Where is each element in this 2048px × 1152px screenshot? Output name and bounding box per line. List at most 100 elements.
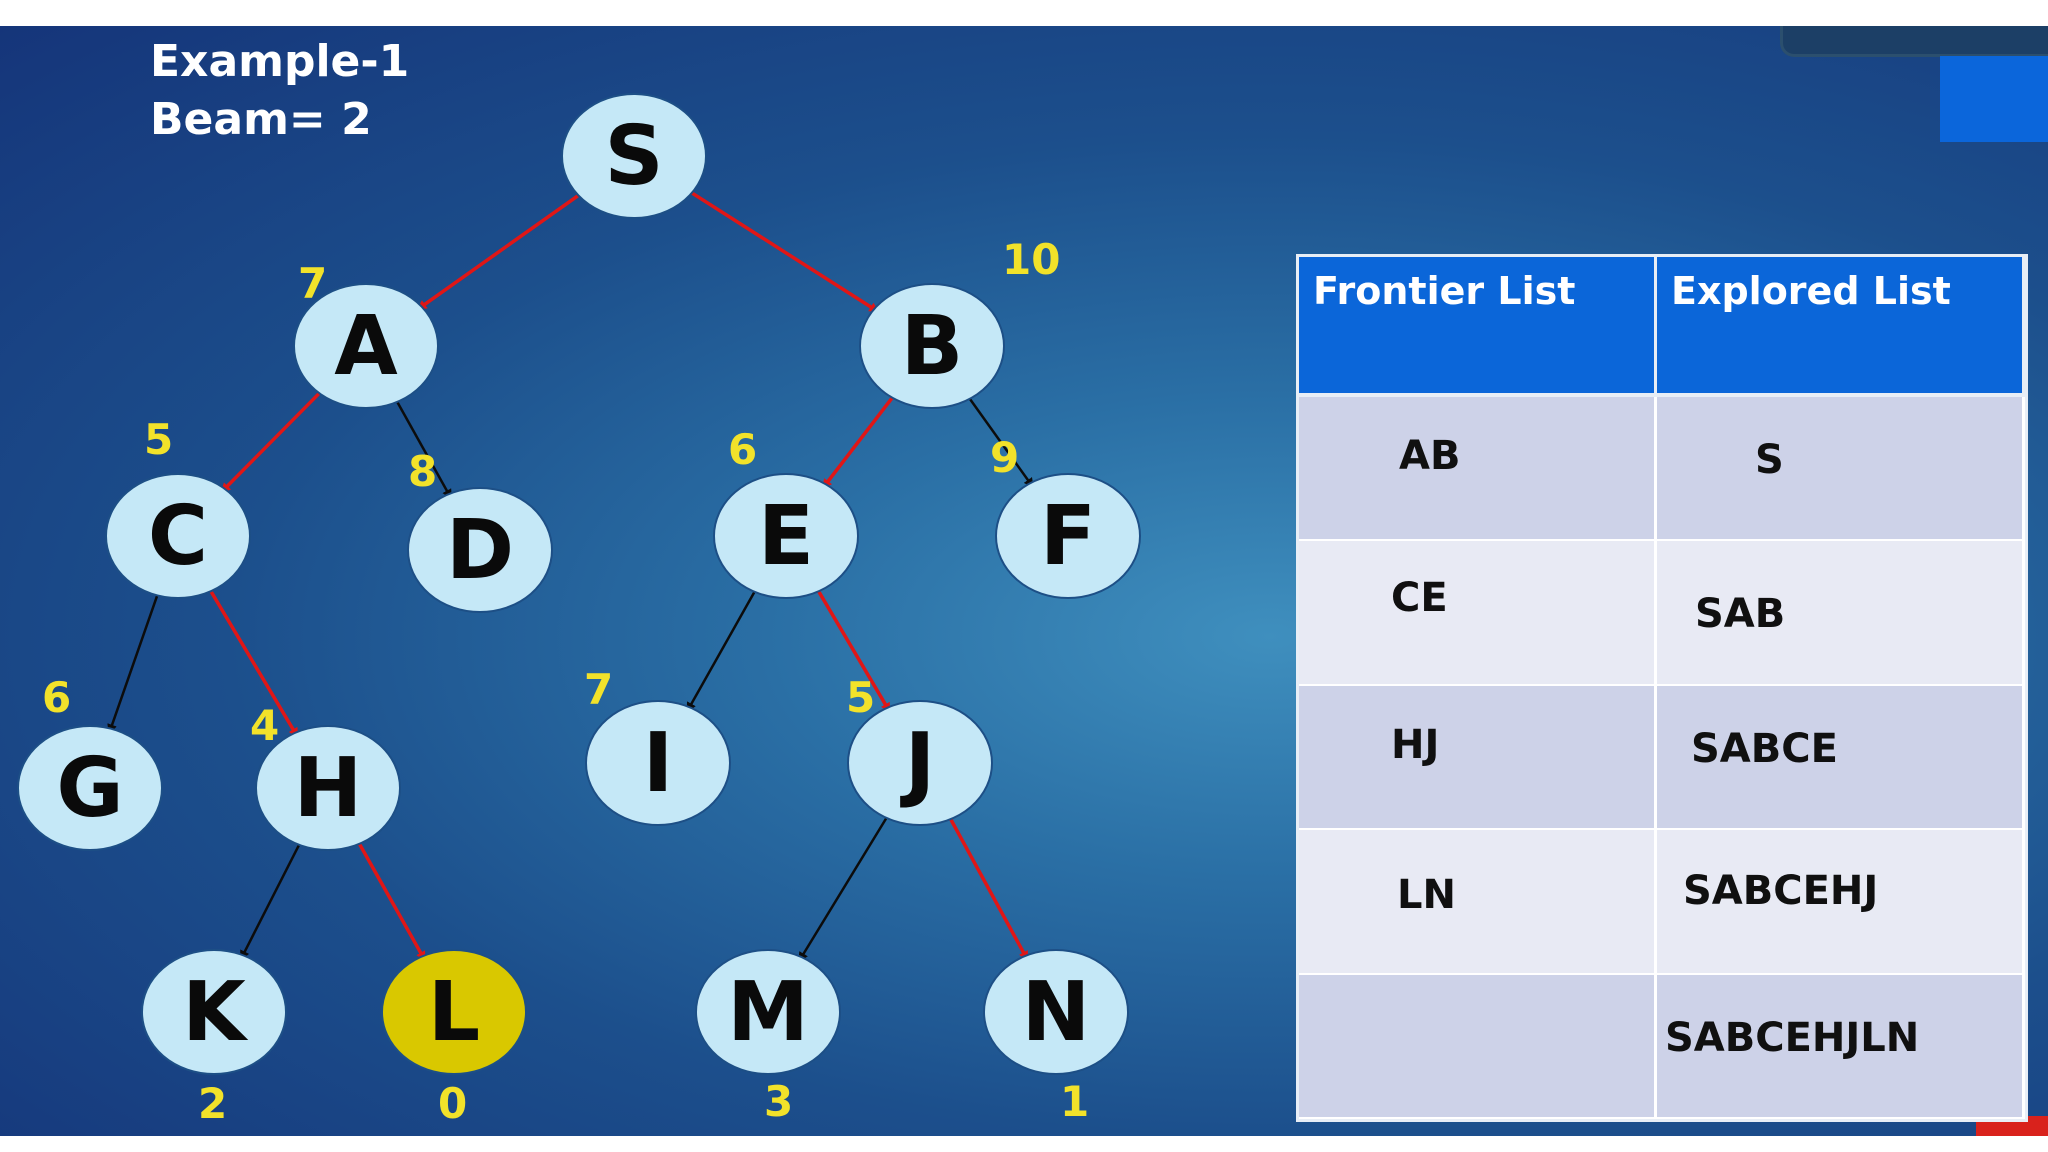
explored-value: SABCEHJLN — [1665, 1014, 1920, 1061]
heuristic-value-i: 7 — [584, 665, 613, 714]
node-circle — [995, 473, 1141, 599]
edge-b-e — [821, 391, 898, 490]
frontier-value: LN — [1397, 872, 1456, 919]
frontier-value: AB — [1399, 433, 1461, 479]
frontier-cell: AB — [1299, 397, 1657, 542]
node-circle — [859, 283, 1005, 409]
goal-node-circle — [381, 949, 527, 1075]
frontier-cell — [1299, 974, 1657, 1119]
node-l: L — [381, 949, 527, 1075]
node-label: D — [446, 503, 514, 598]
explored-value: SABCEHJ — [1683, 868, 1879, 915]
node-label: J — [900, 716, 936, 811]
frontier-list-header: Frontier List — [1299, 257, 1657, 397]
explored-cell: SABCEHJLN — [1657, 974, 2025, 1119]
node-label: G — [56, 741, 123, 836]
heuristic-value-n: 1 — [1060, 1077, 1089, 1126]
tree-edges — [107, 188, 1034, 963]
search-trace-table: Frontier List Explored List AB S CE SAB … — [1296, 254, 2028, 1122]
node-label: M — [727, 965, 809, 1060]
edge-j-m — [798, 812, 891, 963]
node-label: N — [1022, 965, 1091, 1060]
heuristic-value-h: 4 — [250, 701, 279, 750]
explored-cell: SAB — [1657, 541, 2025, 686]
node-circle — [585, 700, 731, 826]
corner-accent-block — [1940, 56, 2048, 142]
node-circle — [983, 949, 1129, 1075]
edge-s-a — [416, 190, 585, 311]
node-g: G — [17, 725, 163, 851]
node-n: N — [983, 949, 1129, 1075]
node-f: F — [995, 473, 1141, 599]
node-a: A — [293, 283, 439, 409]
frontier-cell: HJ — [1299, 685, 1657, 831]
frontier-value: CE — [1391, 575, 1448, 622]
node-circle — [293, 283, 439, 409]
edge-s-b — [685, 188, 880, 313]
explored-cell: S — [1657, 397, 2025, 542]
heuristic-value-b: 10 — [1002, 235, 1060, 284]
heuristic-value-a: 7 — [298, 259, 327, 308]
frontier-value: HJ — [1391, 721, 1440, 768]
node-c: C — [105, 473, 251, 599]
explored-cell: SABCEHJ — [1657, 830, 2025, 975]
node-label: L — [428, 965, 480, 1060]
node-k: K — [141, 949, 287, 1075]
node-m: M — [695, 949, 841, 1075]
node-label: A — [334, 299, 398, 394]
explored-value: S — [1755, 437, 1784, 483]
node-label: I — [643, 716, 674, 811]
edge-e-j — [814, 585, 891, 713]
frontier-cell: LN — [1299, 830, 1657, 975]
edge-e-i — [686, 585, 759, 713]
node-label: E — [758, 489, 814, 584]
heuristic-value-k: 2 — [198, 1079, 227, 1128]
heuristic-value-d: 8 — [408, 447, 437, 496]
node-circle — [407, 487, 553, 613]
explored-cell: SABCE — [1657, 685, 2025, 831]
node-i: I — [585, 700, 731, 826]
node-circle — [255, 725, 401, 851]
edge-h-l — [354, 837, 427, 962]
edge-h-k — [239, 838, 303, 961]
edge-a-c — [220, 387, 325, 494]
edge-a-d — [393, 396, 452, 500]
node-circle — [695, 949, 841, 1075]
node-b: B — [859, 283, 1005, 409]
node-circle — [141, 949, 287, 1075]
node-label: C — [148, 489, 208, 584]
example-title: Example-1 — [150, 36, 410, 87]
heuristic-value-c: 5 — [144, 415, 173, 464]
heuristic-value-j: 5 — [846, 673, 875, 722]
heuristic-value-l: 0 — [438, 1079, 467, 1128]
explored-list-header: Explored List — [1657, 257, 2025, 397]
corner-decoration — [1780, 26, 2048, 57]
frontier-cell: CE — [1299, 541, 1657, 686]
node-d: D — [407, 487, 553, 613]
explored-value: SABCE — [1691, 725, 1838, 772]
heuristic-value-e: 6 — [728, 425, 757, 474]
node-circle — [847, 700, 993, 826]
node-label: S — [604, 109, 663, 204]
node-circle — [17, 725, 163, 851]
node-label: F — [1040, 489, 1096, 584]
edge-c-g — [107, 589, 161, 735]
heuristic-value-m: 3 — [764, 1077, 793, 1126]
node-circle — [713, 473, 859, 599]
node-h: H — [255, 725, 401, 851]
node-circle — [561, 93, 707, 219]
heuristic-value-f: 9 — [990, 433, 1019, 482]
node-s: S — [561, 93, 707, 219]
edge-b-f — [965, 393, 1034, 489]
beam-width-label: Beam= 2 — [150, 94, 372, 145]
node-label: H — [294, 741, 363, 836]
heuristic-value-g: 6 — [42, 673, 71, 722]
node-e: E — [713, 473, 859, 599]
node-circle — [105, 473, 251, 599]
explored-value: SAB — [1695, 591, 1786, 638]
edge-j-n — [946, 812, 1029, 962]
node-label: B — [901, 299, 964, 394]
